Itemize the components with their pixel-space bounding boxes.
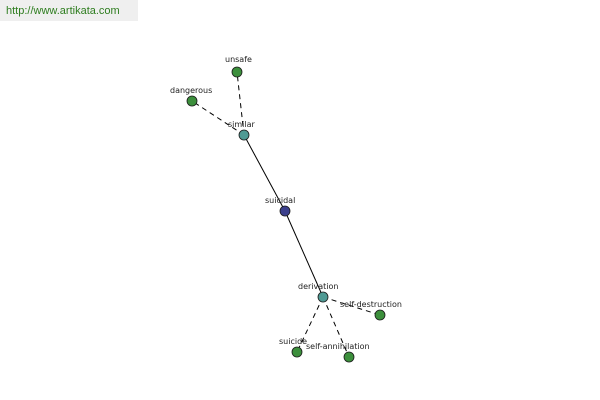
edge-derivation-self-annihilation (322, 296, 350, 358)
node-label-similar: similar (228, 120, 256, 129)
node-similar[interactable] (238, 129, 250, 141)
labels-layer: suicidal similar derivation unsafe dangerous… (170, 55, 402, 351)
node-self-destruction[interactable] (374, 309, 386, 321)
nodes-layer (186, 66, 386, 363)
node-suicidal[interactable] (279, 205, 291, 217)
source-link[interactable]: http://www.artikata.com (0, 0, 138, 21)
edge-similar-unsafe (236, 71, 245, 136)
node-label-unsafe: unsafe (225, 55, 252, 64)
edges-layer (191, 71, 381, 358)
node-label-dangerous: dangerous (170, 86, 212, 95)
node-self-annihilation[interactable] (343, 351, 355, 363)
node-label-suicide: suicide (279, 337, 307, 346)
edge-suicidal-derivation (284, 210, 324, 298)
edge-suicidal-similar (243, 134, 286, 212)
edge-derivation-suicide (296, 296, 324, 353)
node-unsafe[interactable] (231, 66, 243, 78)
edge-derivation-self-destruction (322, 296, 381, 316)
node-dangerous[interactable] (186, 95, 198, 107)
node-derivation[interactable] (317, 291, 329, 303)
node-label-self-annihilation: self-annihilation (306, 342, 370, 351)
node-suicide[interactable] (291, 346, 303, 358)
node-label-derivation: derivation (298, 282, 338, 291)
node-label-self-destruction: self-destruction (340, 300, 402, 309)
node-label-suicidal: suicidal (265, 196, 295, 205)
edge-similar-dangerous (191, 100, 245, 136)
